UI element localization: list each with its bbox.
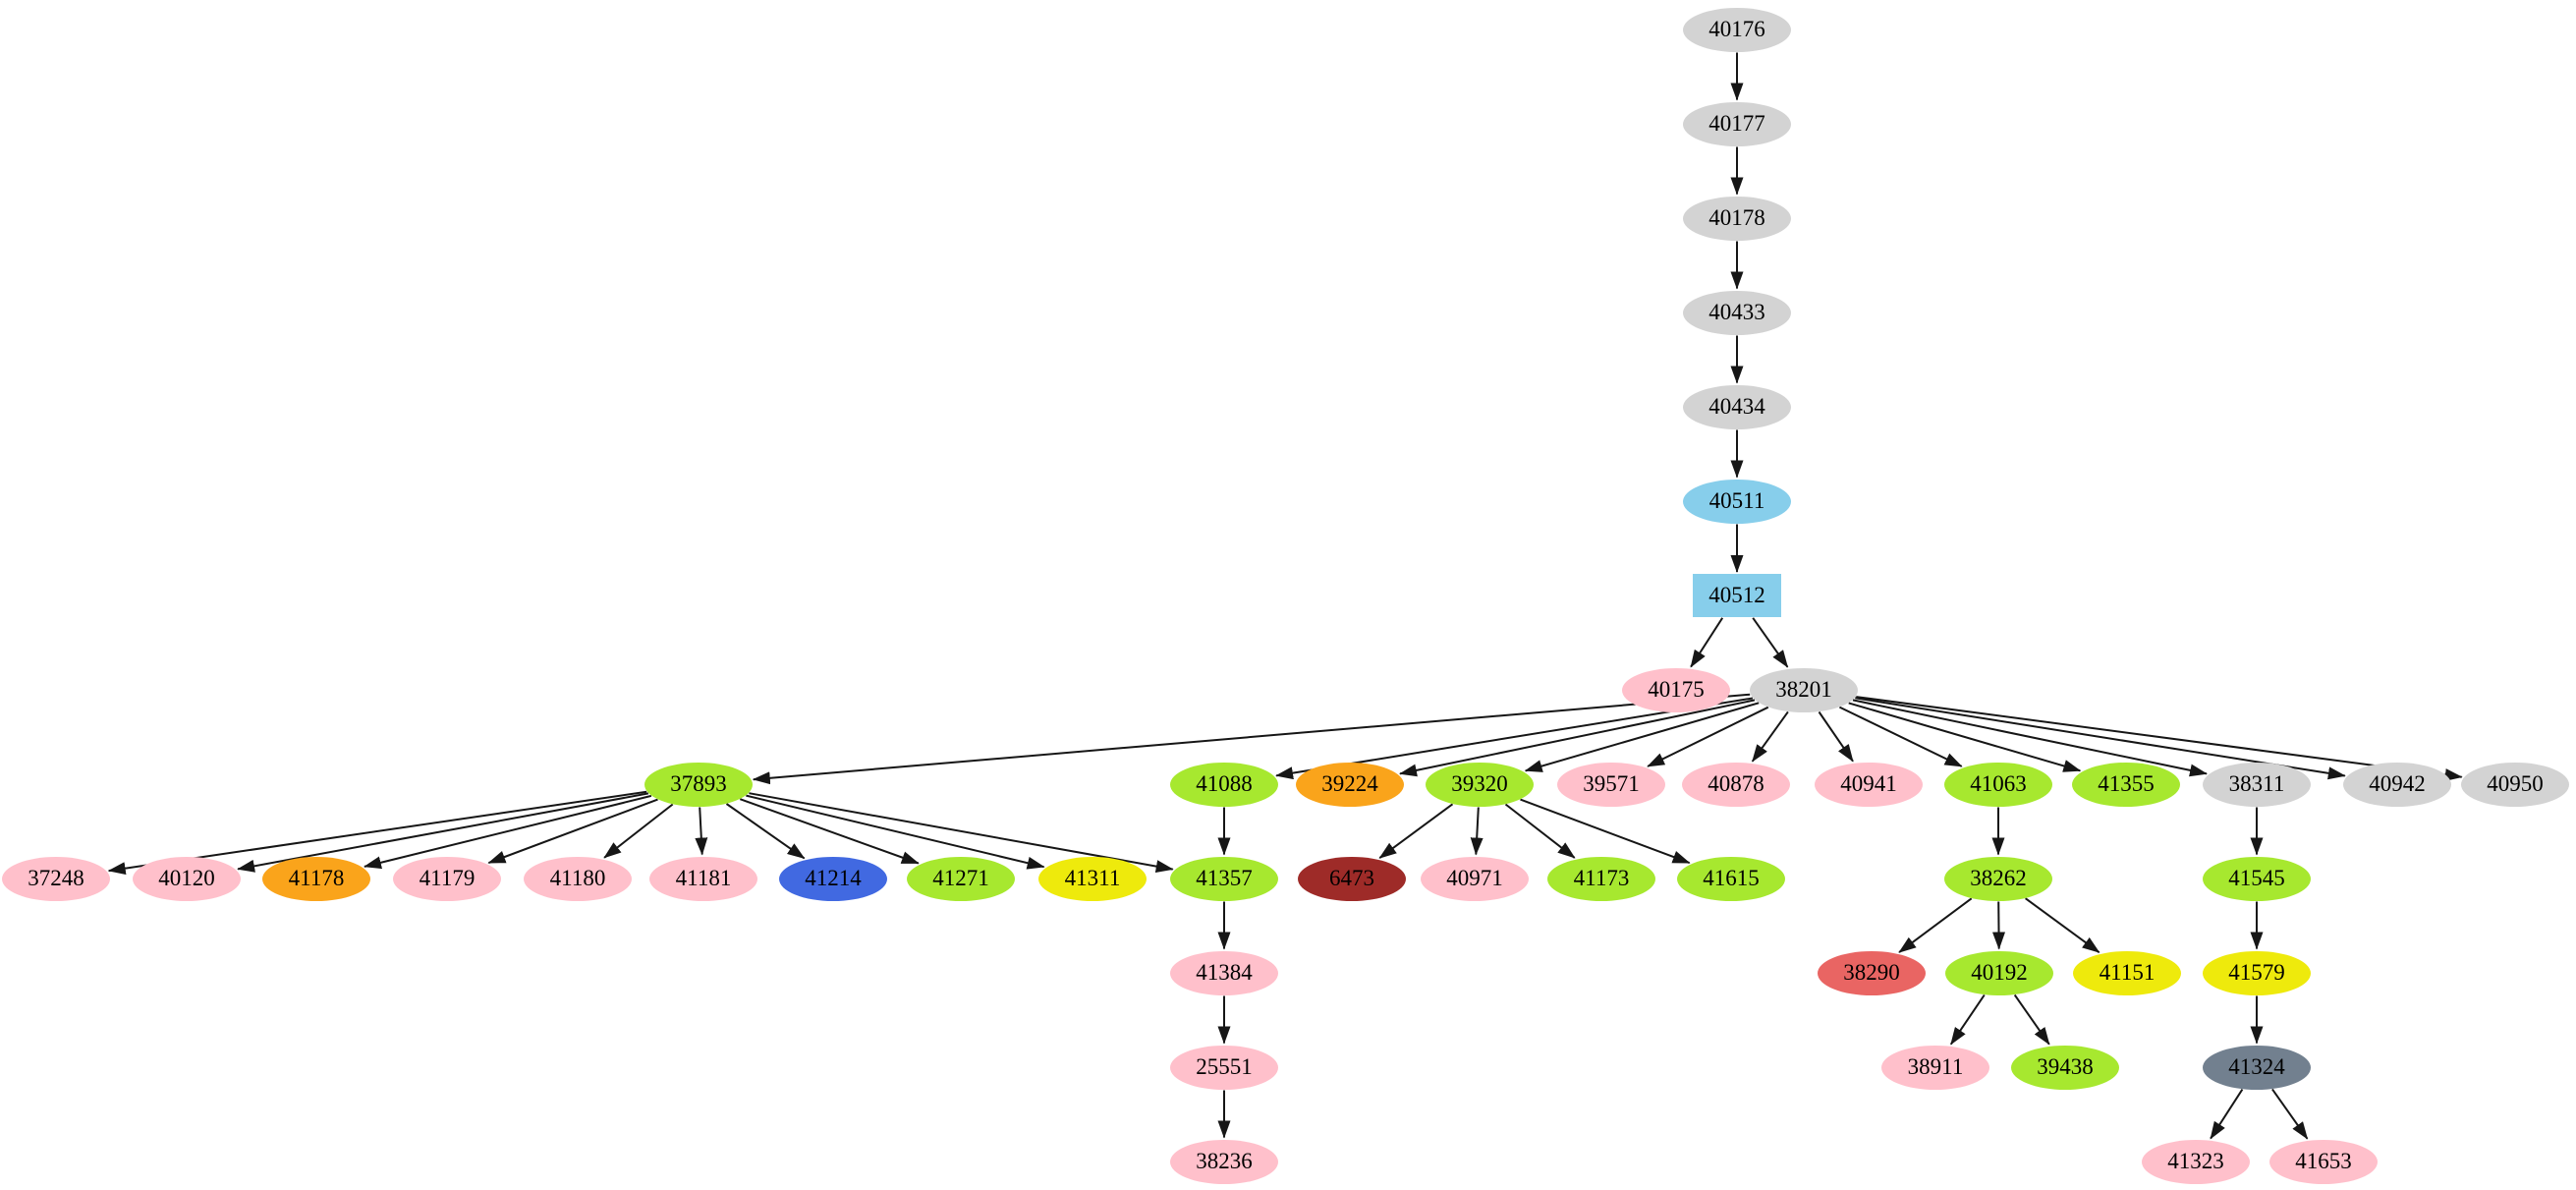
- edge-38201-39224: [1399, 699, 1756, 777]
- node-38236: 38236: [1170, 1139, 1278, 1184]
- edge-37893-41179: [487, 798, 658, 865]
- node-41311: 41311: [1038, 856, 1147, 901]
- edge-40512-38201: [1752, 617, 1789, 668]
- edge-37893-41214: [725, 803, 806, 860]
- node-40175: 40175: [1622, 667, 1730, 712]
- node-40942: 40942: [2343, 762, 2451, 807]
- node-41324: 41324: [2203, 1045, 2311, 1090]
- node-41271: 41271: [907, 856, 1015, 901]
- edge-41324-41653: [2271, 1088, 2309, 1140]
- node-40971: 40971: [1421, 856, 1529, 901]
- node-40120: 40120: [133, 856, 241, 901]
- node-38262: 38262: [1944, 856, 2052, 901]
- node-41181: 41181: [649, 856, 757, 901]
- node-37248: 37248: [2, 856, 110, 901]
- edge-38262-41151: [2025, 897, 2100, 954]
- node-40434: 40434: [1683, 384, 1791, 429]
- node-39571: 39571: [1557, 762, 1665, 807]
- edge-39320-41173: [1504, 803, 1576, 859]
- edge-38201-39320: [1524, 702, 1760, 772]
- node-41173: 41173: [1547, 856, 1655, 901]
- edge-38201-40950: [1856, 696, 2463, 782]
- node-41653: 41653: [2269, 1139, 2378, 1184]
- edge-38201-41063: [1838, 706, 1963, 767]
- edge-40512-40175: [1690, 617, 1724, 668]
- edge-40192-38911: [1949, 993, 1986, 1046]
- node-38201: 38201: [1750, 667, 1858, 712]
- node-38311: 38311: [2203, 762, 2311, 807]
- node-41088: 41088: [1170, 762, 1278, 807]
- node-41179: 41179: [393, 856, 501, 901]
- node-41579: 41579: [2203, 950, 2311, 995]
- node-41180: 41180: [524, 856, 632, 901]
- node-41323: 41323: [2142, 1139, 2250, 1184]
- node-40512: 40512: [1693, 574, 1781, 617]
- edge-38201-40878: [1751, 710, 1789, 763]
- edge-37893-41271: [739, 798, 920, 865]
- edge-38201-37893: [752, 693, 1751, 785]
- node-39224: 39224: [1296, 762, 1404, 807]
- node-40192: 40192: [1945, 950, 2053, 995]
- edge-41324-41323: [2210, 1089, 2244, 1140]
- edge-37893-41180: [603, 803, 674, 859]
- edge-38201-41355: [1848, 702, 2082, 772]
- node-40433: 40433: [1683, 290, 1791, 335]
- node-41151: 41151: [2073, 950, 2181, 995]
- node-41384: 41384: [1170, 950, 1278, 995]
- node-40177: 40177: [1683, 101, 1791, 146]
- node-41545: 41545: [2203, 856, 2311, 901]
- node-40178: 40178: [1683, 196, 1791, 241]
- edge-40192-39438: [2013, 993, 2050, 1046]
- node-38290: 38290: [1818, 950, 1926, 995]
- node-41357: 41357: [1170, 856, 1278, 901]
- edge-39320-40971: [1470, 807, 1484, 856]
- edge-37893-41178: [364, 794, 652, 870]
- edge-38201-40941: [1818, 710, 1854, 763]
- node-40950: 40950: [2461, 762, 2569, 807]
- node-41615: 41615: [1677, 856, 1785, 901]
- node-41178: 41178: [262, 856, 370, 901]
- node-41355: 41355: [2072, 762, 2180, 807]
- edge-37893-41181: [695, 807, 708, 856]
- edge-39320-6473: [1378, 803, 1454, 859]
- edge-38262-38290: [1898, 897, 1973, 953]
- edge-38201-38311: [1852, 699, 2208, 777]
- node-37893: 37893: [644, 762, 753, 807]
- node-25551: 25551: [1170, 1045, 1278, 1090]
- node-6473: 6473: [1298, 856, 1406, 901]
- node-41063: 41063: [1944, 762, 2052, 807]
- node-39320: 39320: [1426, 762, 1534, 807]
- edge-38262-40192: [1992, 901, 2006, 950]
- node-40176: 40176: [1683, 7, 1791, 52]
- node-39438: 39438: [2011, 1045, 2119, 1090]
- node-40941: 40941: [1815, 762, 1923, 807]
- node-41214: 41214: [779, 856, 887, 901]
- node-38911: 38911: [1881, 1045, 1989, 1090]
- node-40511: 40511: [1683, 479, 1791, 524]
- node-40878: 40878: [1682, 762, 1790, 807]
- edge-38201-39571: [1647, 706, 1769, 767]
- edge-39320-41615: [1520, 798, 1691, 865]
- edge-37893-41311: [746, 794, 1045, 870]
